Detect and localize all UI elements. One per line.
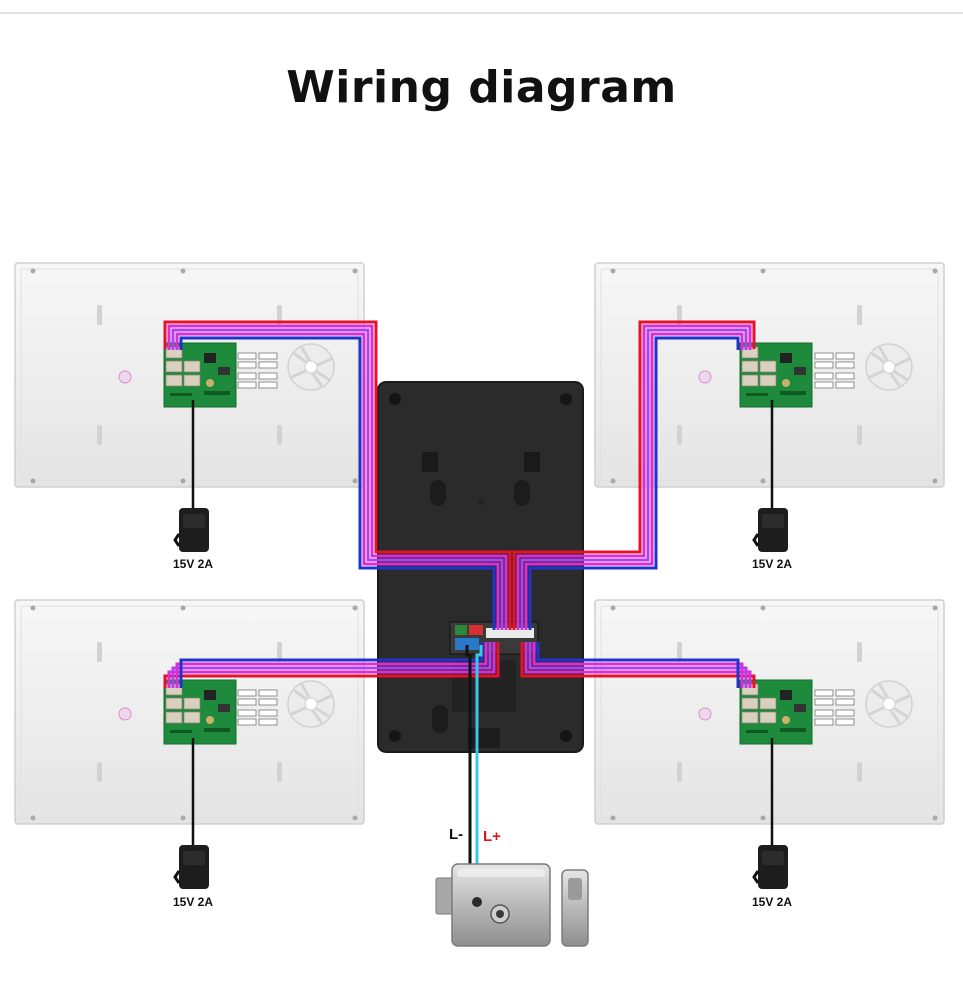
power-adapter-top-left: 15V 2A: [173, 400, 213, 571]
lock-plus-label: L+: [483, 828, 501, 845]
wire-bundle-top-right: [512, 320, 756, 630]
monitor-bottom-left: [14, 599, 365, 825]
monitor-top-left: [14, 262, 365, 488]
lock-minus-label: L-: [449, 826, 463, 843]
monitor-top-right: [594, 262, 945, 488]
wire-bundle-top-left: [163, 320, 512, 630]
power-adapter-top-right: 15V 2A: [752, 400, 792, 571]
power-rating-label: 15V 2A: [752, 895, 792, 909]
power-rating-label: 15V 2A: [752, 557, 792, 571]
speaker-grille: [286, 342, 336, 392]
top-divider: [0, 12, 963, 14]
power-rating-label: 15V 2A: [173, 557, 213, 571]
wire-bundle-bottom-right: [520, 642, 756, 688]
circuit-board: [739, 342, 813, 408]
circuit-board: [163, 342, 237, 408]
lock-wires: [465, 645, 483, 868]
speaker-grille: [864, 679, 914, 729]
page-title: Wiring diagram: [286, 62, 677, 113]
power-rating-label: 15V 2A: [173, 895, 213, 909]
monitor-bottom-right: [594, 599, 945, 825]
power-adapter-bottom-left: 15V 2A: [173, 738, 213, 909]
speaker-grille: [286, 679, 336, 729]
electric-lock: [435, 863, 589, 947]
speaker-grille: [864, 342, 914, 392]
power-adapter-bottom-right: 15V 2A: [752, 738, 792, 909]
circuit-board: [163, 679, 237, 745]
wire-bundle-bottom-left: [163, 642, 500, 688]
circuit-board: [739, 679, 813, 745]
